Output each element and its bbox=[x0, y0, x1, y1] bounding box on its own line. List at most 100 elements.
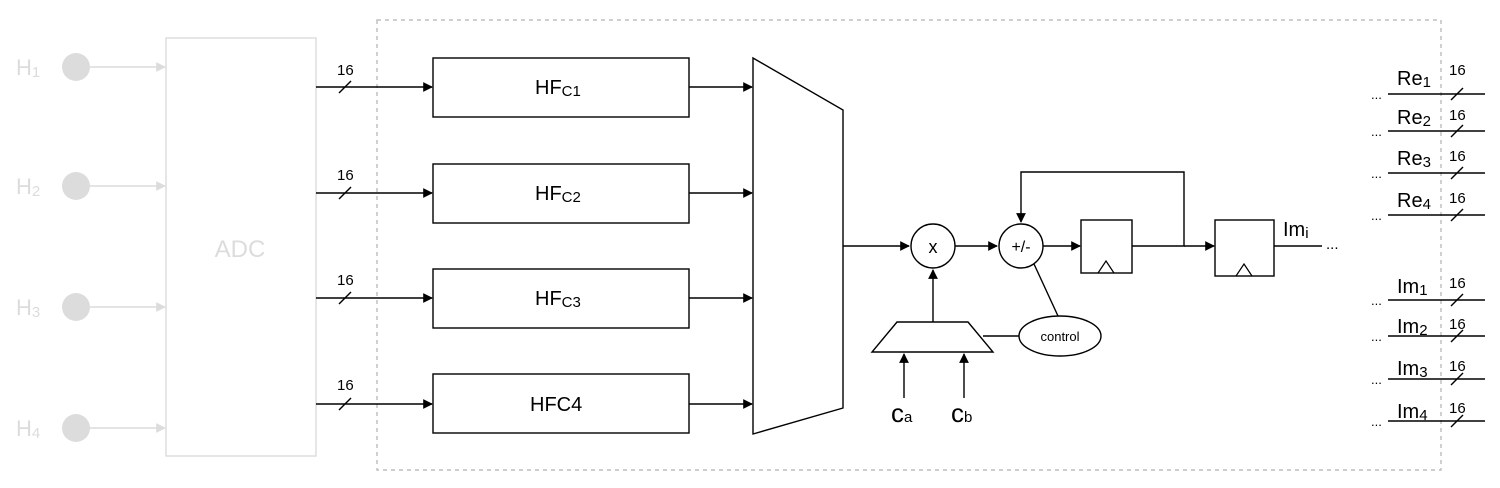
output-re1-sub: 1 bbox=[1423, 74, 1431, 91]
svg-text:Re3: Re3 bbox=[1397, 148, 1431, 171]
output-im4-width: 16 bbox=[1449, 400, 1466, 417]
output-re2-ellipsis: ... bbox=[1371, 124, 1382, 139]
output-mid-ellipsis: ... bbox=[1326, 236, 1339, 253]
svg-text:Re1: Re1 bbox=[1397, 68, 1431, 91]
bus-4: 16 bbox=[316, 377, 433, 411]
output-re4-sub: 4 bbox=[1423, 196, 1431, 213]
output-im4-ellipsis: ... bbox=[1371, 414, 1382, 429]
input-h3-main: H bbox=[16, 295, 32, 320]
bus-1-width: 16 bbox=[337, 62, 354, 79]
filter-hfc4: HFC4 bbox=[432, 373, 753, 434]
feedback-loop-wire bbox=[1016, 171, 1185, 247]
svg-text:cb: cb bbox=[951, 398, 972, 428]
output-im1-main: Im bbox=[1397, 276, 1419, 298]
bus-3-slash bbox=[338, 291, 352, 305]
coeff-a-sub: a bbox=[904, 409, 913, 426]
bus-2-slash bbox=[338, 186, 352, 200]
filter-hfc3-sub: C3 bbox=[562, 294, 581, 311]
output-re4-ellipsis: ... bbox=[1371, 208, 1382, 223]
coefficient-selector bbox=[870, 321, 995, 353]
output-re4-width: 16 bbox=[1449, 190, 1466, 207]
adc-label: ADC bbox=[215, 236, 266, 263]
input-h4: H4 bbox=[16, 414, 166, 442]
output-re3: ... Re3 16 bbox=[1371, 148, 1485, 181]
input-h2: H2 bbox=[16, 172, 166, 200]
svg-text:H2: H2 bbox=[16, 174, 40, 200]
input-h3-node bbox=[62, 293, 90, 321]
coeff-b-main: c bbox=[951, 398, 964, 428]
output-im1-width: 16 bbox=[1449, 275, 1466, 292]
svg-text:Imi: Imi bbox=[1283, 219, 1309, 242]
output-re1-main: Re bbox=[1397, 68, 1423, 90]
svg-text:HFC1: HFC1 bbox=[535, 77, 581, 100]
output-re1-ellipsis: ... bbox=[1371, 87, 1382, 102]
svg-text:Re2: Re2 bbox=[1397, 107, 1431, 130]
bus-4-width: 16 bbox=[337, 377, 354, 394]
svg-text:H1: H1 bbox=[16, 55, 40, 81]
output-im4: ... Im4 16 bbox=[1371, 400, 1485, 429]
input-h4-sub: 4 bbox=[32, 425, 40, 442]
svg-text:H3: H3 bbox=[16, 295, 40, 321]
bus-4-slash bbox=[338, 397, 352, 411]
output-im2-ellipsis: ... bbox=[1371, 329, 1382, 344]
multiplexer bbox=[752, 56, 844, 435]
output-im1: ... Im1 16 bbox=[1371, 275, 1485, 308]
accumulator-register bbox=[1080, 219, 1133, 274]
bus-2: 16 bbox=[316, 167, 433, 200]
output-re4-main: Re bbox=[1397, 190, 1423, 212]
output-im2-sub: 2 bbox=[1419, 322, 1427, 339]
svg-text:Im2: Im2 bbox=[1397, 316, 1428, 339]
output-register bbox=[1214, 219, 1275, 277]
output-im2-main: Im bbox=[1397, 316, 1419, 338]
output-im3-width: 16 bbox=[1449, 358, 1466, 375]
input-h4-main: H bbox=[16, 416, 32, 441]
output-re3-ellipsis: ... bbox=[1371, 166, 1382, 181]
output-im3-main: Im bbox=[1397, 358, 1419, 380]
output-im1-sub: 1 bbox=[1419, 282, 1427, 299]
adc-block bbox=[165, 37, 317, 457]
input-h4-node bbox=[62, 414, 90, 442]
output-im4-sub: 4 bbox=[1419, 407, 1427, 424]
output-re2: ... Re2 16 bbox=[1371, 107, 1485, 139]
input-h2-node bbox=[62, 172, 90, 200]
output-mid-main: Im bbox=[1283, 219, 1305, 241]
svg-text:Re4: Re4 bbox=[1397, 190, 1431, 213]
output-re3-sub: 3 bbox=[1423, 154, 1431, 171]
filter-hfc4-main: HFC4 bbox=[530, 394, 582, 416]
accumulator-clock-icon bbox=[1097, 259, 1115, 274]
output-im4-main: Im bbox=[1397, 401, 1419, 423]
input-h1-main: H bbox=[16, 55, 32, 80]
input-h2-main: H bbox=[16, 174, 32, 199]
output-im3-ellipsis: ... bbox=[1371, 372, 1382, 387]
svg-text:HFC2: HFC2 bbox=[535, 183, 581, 206]
svg-text:Im3: Im3 bbox=[1397, 358, 1428, 381]
output-re3-main: Re bbox=[1397, 148, 1423, 170]
output-im1-ellipsis: ... bbox=[1371, 293, 1382, 308]
bus-3: 16 bbox=[316, 272, 433, 305]
multiplier-label: x bbox=[929, 237, 938, 257]
output-re3-width: 16 bbox=[1449, 148, 1466, 165]
input-h1: H1 bbox=[16, 53, 166, 81]
input-section: H1 H2 H3 H4 ADC bbox=[16, 37, 317, 457]
filter-hfc1: HFC1 bbox=[432, 57, 753, 118]
adder-label: +/- bbox=[1011, 239, 1030, 256]
output-re2-width: 16 bbox=[1449, 107, 1466, 124]
control-to-adder-wire bbox=[1033, 263, 1059, 317]
svg-text:Im1: Im1 bbox=[1397, 276, 1428, 299]
coeff-b-sub: b bbox=[964, 409, 972, 426]
svg-text:HFC4: HFC4 bbox=[530, 394, 582, 416]
output-re2-main: Re bbox=[1397, 107, 1423, 129]
filter-hfc2: HFC2 bbox=[432, 163, 753, 224]
input-h1-node bbox=[62, 53, 90, 81]
output-register-clock-icon bbox=[1235, 262, 1253, 277]
output-re1-width: 16 bbox=[1449, 62, 1466, 79]
filter-hfc3: HFC3 bbox=[432, 268, 753, 329]
svg-text:HFC3: HFC3 bbox=[535, 288, 581, 311]
svg-text:Im4: Im4 bbox=[1397, 401, 1428, 424]
filter-hfc3-main: HF bbox=[535, 288, 562, 310]
output-im3: ... Im3 16 bbox=[1371, 358, 1485, 387]
bus-1-slash bbox=[338, 80, 352, 94]
input-h1-sub: 1 bbox=[32, 64, 40, 81]
output-im2: ... Im2 16 bbox=[1371, 316, 1485, 344]
